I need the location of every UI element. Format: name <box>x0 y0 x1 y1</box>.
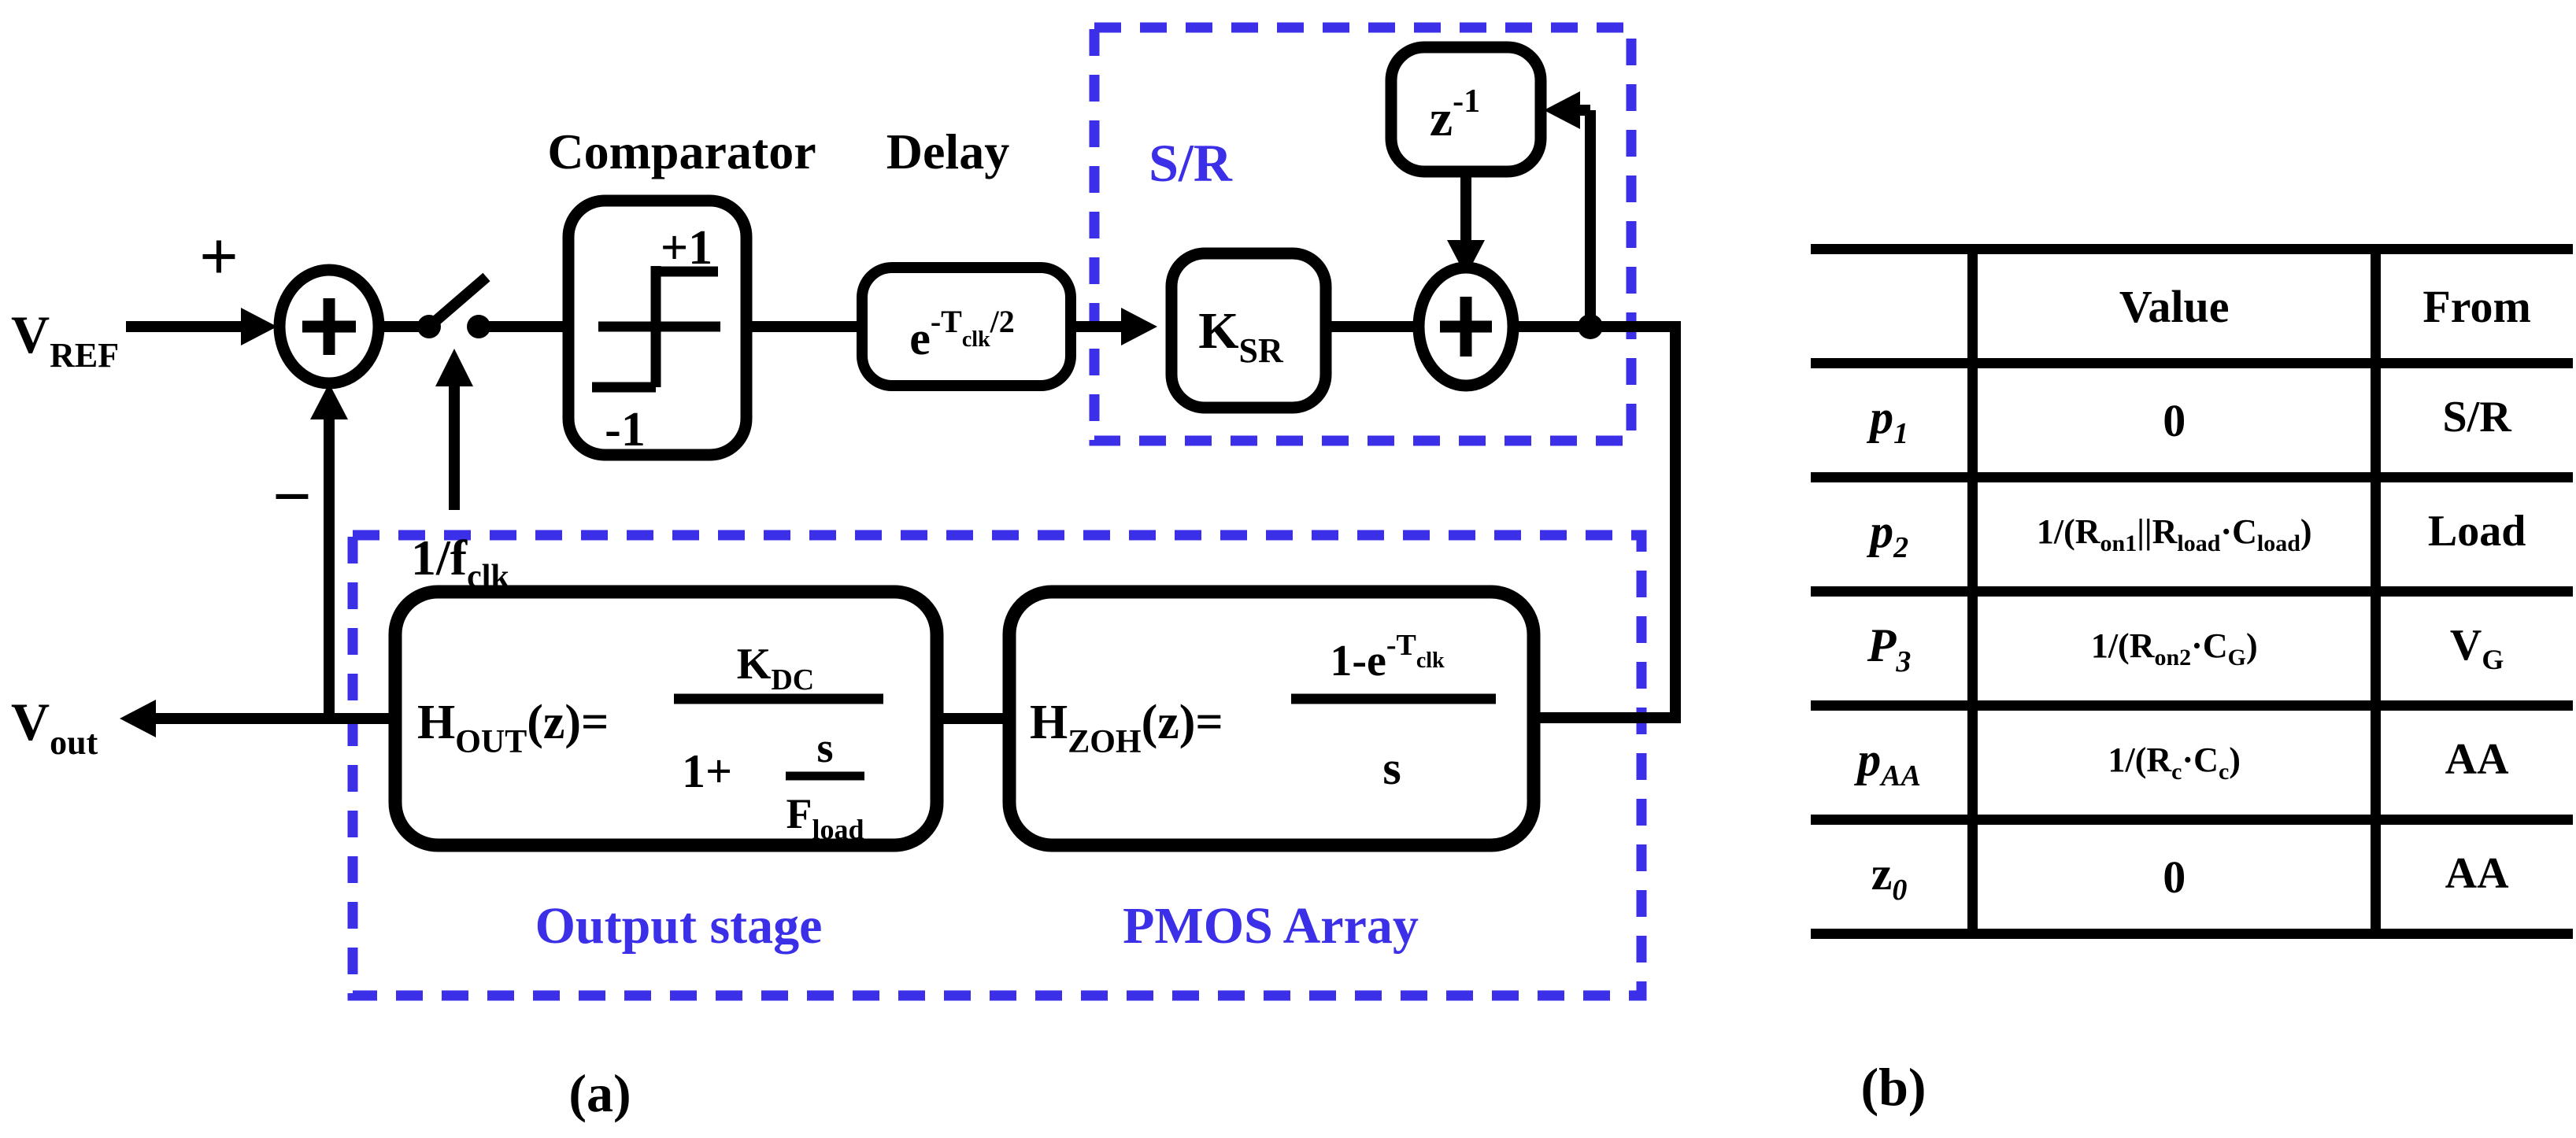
switch-throw-dot <box>467 315 490 338</box>
block-diagram: +1 -1 e-Tclk/2 KSR z-1 HOUT(z)= KDC 1+ s… <box>11 22 1681 1123</box>
arrowhead-vout <box>120 700 156 737</box>
sum1-minus-sign: − <box>272 459 312 535</box>
unit-delay-block <box>1385 41 1547 178</box>
arrowhead-into-sum1-bottom <box>310 383 348 419</box>
comparator-title: Comparator <box>547 124 816 179</box>
table-header-row: Value From <box>1811 244 2573 364</box>
comparator-level-high: +1 <box>661 221 712 275</box>
param-paa: pAA <box>1811 700 1973 820</box>
header-value: Value <box>1967 244 2382 364</box>
value-paa: 1/(Rc·Cc) <box>1967 700 2382 820</box>
from-z0: AA <box>2375 815 2573 939</box>
table-row-p3: P3 1/(Ron2·CG) VG <box>1811 586 2573 706</box>
ksr-block-label: KSR <box>1198 302 1284 370</box>
unit-delay-label: z-1 <box>1430 83 1480 147</box>
delay-title: Delay <box>886 124 1009 179</box>
ksr-block <box>1165 247 1332 414</box>
hzoh-block <box>1002 585 1541 852</box>
from-p1: S/R <box>2375 358 2573 478</box>
value-p1: 0 <box>1967 358 2382 478</box>
switch-blade <box>425 272 490 331</box>
value-z0: 0 <box>1967 815 2382 939</box>
hzoh-denominator: s <box>1382 742 1401 794</box>
param-z0: z0 <box>1811 815 1973 939</box>
from-p2: Load <box>2375 472 2573 592</box>
param-p1: p1 <box>1811 358 1973 478</box>
arrowhead-into-zinv <box>1544 91 1580 129</box>
sr-box-label: S/R <box>1149 133 1233 193</box>
arrowhead-into-sum1 <box>241 308 277 345</box>
parameters-table: Value From p1 0 S/R p2 1/(Ron1||Rload·Cl… <box>1811 244 2573 939</box>
clock-arrowhead <box>435 349 473 386</box>
panel-a-label: (a) <box>568 1063 631 1123</box>
sr-dashed-box <box>1089 22 1637 446</box>
table-row-paa: pAA 1/(Rc·Cc) AA <box>1811 700 2573 820</box>
panel-b-label: (b) <box>1860 1057 1926 1117</box>
comparator-level-low: -1 <box>605 403 646 456</box>
output-stage-label: Output stage <box>535 897 823 955</box>
value-p3: 1/(Ron2·CG) <box>1967 586 2382 706</box>
hout-block <box>388 585 944 852</box>
vout-label: Vout <box>11 692 98 762</box>
delay-block-formula: e-Tclk/2 <box>909 304 1015 364</box>
delay-block <box>857 262 1076 391</box>
hout-denominator-prefix: 1+ <box>682 745 732 797</box>
switch-pole-dot <box>417 315 441 338</box>
hout-label: HOUT(z)= <box>417 696 609 760</box>
header-from: From <box>2375 244 2573 364</box>
table-row-z0: z0 0 AA <box>1811 815 2573 939</box>
arrowhead-into-sum2 <box>1447 240 1485 276</box>
value-p2: 1/(Ron1||Rload·Cload) <box>1967 472 2382 592</box>
sum1-plus-sign: + <box>199 219 239 295</box>
vref-label: VREF <box>11 305 119 375</box>
parameters-table-wrap: Value From p1 0 S/R p2 1/(Ron1||Rload·Cl… <box>1811 244 2573 939</box>
from-paa: AA <box>2375 700 2573 820</box>
power-stage-dashed-box <box>347 530 1647 1001</box>
header-param <box>1811 244 1973 364</box>
hout-inner-numerator: s <box>816 724 833 771</box>
clock-label: 1/fclk <box>411 530 509 595</box>
table-row-p1: p1 0 S/R <box>1811 358 2573 478</box>
hout-numerator: KDC <box>737 640 814 696</box>
param-p2: p2 <box>1811 472 1973 592</box>
hzoh-numerator: 1-e-Tclk <box>1330 629 1445 685</box>
arrowhead-into-ksr <box>1121 308 1157 345</box>
table-row-p2: p2 1/(Ron1||Rload·Cload) Load <box>1811 472 2573 592</box>
param-p3: P3 <box>1811 586 1973 706</box>
hout-inner-denominator: Fload <box>786 790 864 845</box>
hzoh-label: HZOH(z)= <box>1030 696 1223 760</box>
from-p3: VG <box>2375 586 2573 706</box>
pmos-array-label: PMOS Array <box>1123 897 1419 955</box>
